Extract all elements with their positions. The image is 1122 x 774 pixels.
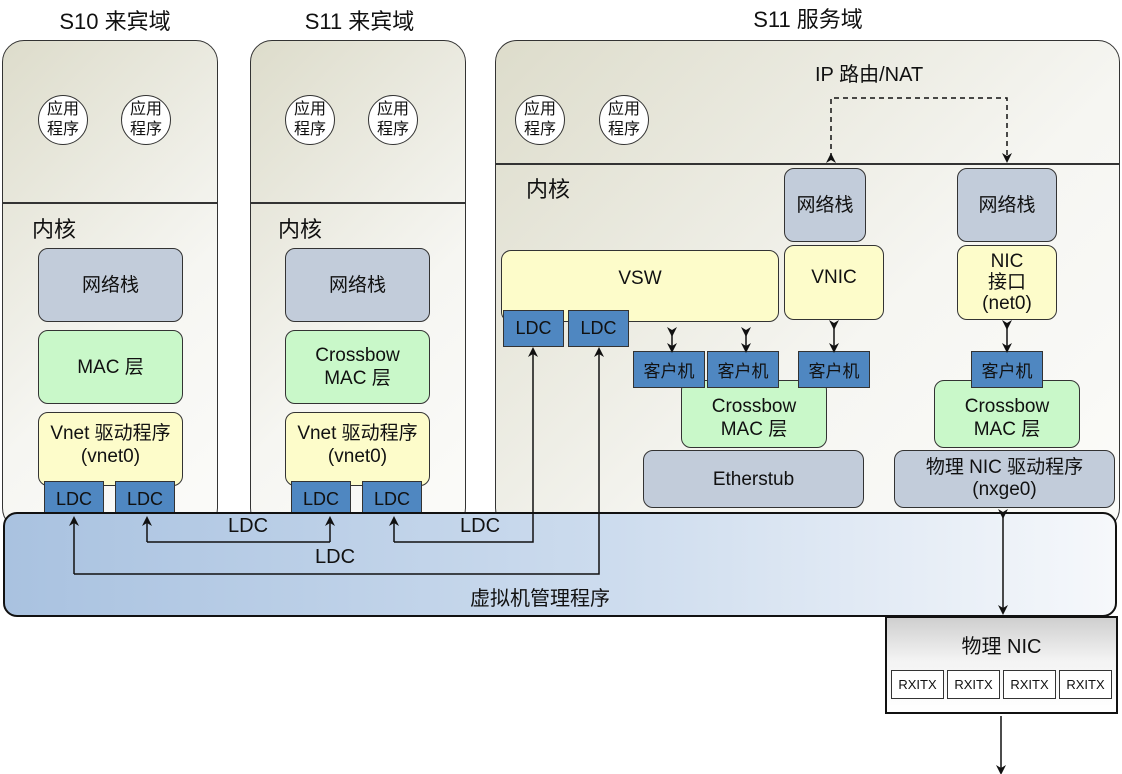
app-circle: 应用 程序 <box>515 95 565 145</box>
client-4: 客户机 <box>971 351 1043 388</box>
s11-network-stack: 网络栈 <box>285 248 430 322</box>
vsw-ldc-1: LDC <box>503 310 564 347</box>
s10-network-stack: 网络栈 <box>38 248 183 322</box>
s11-guest-domain-title: S11 来宾域 <box>304 9 415 34</box>
client-1: 客户机 <box>633 351 705 388</box>
nic-interface-box: NIC 接口 (net0) <box>957 245 1057 320</box>
s10-vnet-driver: Vnet 驱动程序 (vnet0) <box>38 412 183 486</box>
vnic-box: VNIC <box>784 245 884 320</box>
ip-routing-path <box>826 97 1012 163</box>
service-crossbow-mac-layer-2: Crossbow MAC 层 <box>934 380 1080 448</box>
s10-mac-layer: MAC 层 <box>38 330 183 404</box>
client-3: 客户机 <box>798 351 870 388</box>
s11-service-domain-title: S11 服务域 <box>753 7 863 32</box>
app-circle: 应用 程序 <box>599 95 649 145</box>
physical-nic-label: 物理 NIC <box>961 636 1042 658</box>
ip-routing-nat-label: IP 路由/NAT <box>815 64 924 86</box>
rx-tx-ring: RXITX <box>1059 670 1112 699</box>
service-crossbow-mac-layer-1: Crossbow MAC 层 <box>681 380 827 448</box>
s10-kernel-label: 内核 <box>32 217 77 242</box>
vsw-ldc-2: LDC <box>568 310 629 347</box>
app-circle: 应用 程序 <box>38 95 88 145</box>
ldc-link-label-3: LDC <box>315 546 356 568</box>
ldc-link-3 <box>74 347 604 575</box>
app-circle: 应用 程序 <box>121 95 171 145</box>
hypervisor <box>3 512 1117 617</box>
ldc-link-2 <box>394 347 538 543</box>
ldc-link-label-2: LDC <box>460 515 501 537</box>
s10-ldc-1: LDC <box>44 481 104 518</box>
s11-vnet-driver: Vnet 驱动程序 (vnet0) <box>285 412 430 486</box>
rx-tx-ring: RXITX <box>947 670 1000 699</box>
client-2: 客户机 <box>707 351 779 388</box>
service-network-stack-2: 网络栈 <box>957 168 1057 242</box>
etherstub-box: Etherstub <box>643 450 864 508</box>
hypervisor-label: 虚拟机管理程序 <box>470 588 610 610</box>
app-circle: 应用 程序 <box>368 95 418 145</box>
rx-tx-ring: RXITX <box>1003 670 1056 699</box>
service-network-stack-1: 网络栈 <box>784 168 866 242</box>
s11-ldc-1: LDC <box>291 481 351 518</box>
app-circle: 应用 程序 <box>285 95 335 145</box>
s11-ldc-2: LDC <box>362 481 422 518</box>
ldc-link-label-1: LDC <box>228 515 269 537</box>
physical-nic-driver: 物理 NIC 驱动程序 (nxge0) <box>894 450 1115 508</box>
s11-crossbow-mac-layer: Crossbow MAC 层 <box>285 330 430 404</box>
s11-kernel-label: 内核 <box>278 217 323 242</box>
service-kernel-label: 内核 <box>526 177 571 202</box>
s11-kernel-divider <box>251 202 465 204</box>
rx-tx-ring: RXITX <box>891 670 944 699</box>
service-kernel-divider <box>496 163 1119 165</box>
s10-kernel-divider <box>3 202 217 204</box>
s10-guest-domain-title: S10 来宾域 <box>59 9 171 34</box>
